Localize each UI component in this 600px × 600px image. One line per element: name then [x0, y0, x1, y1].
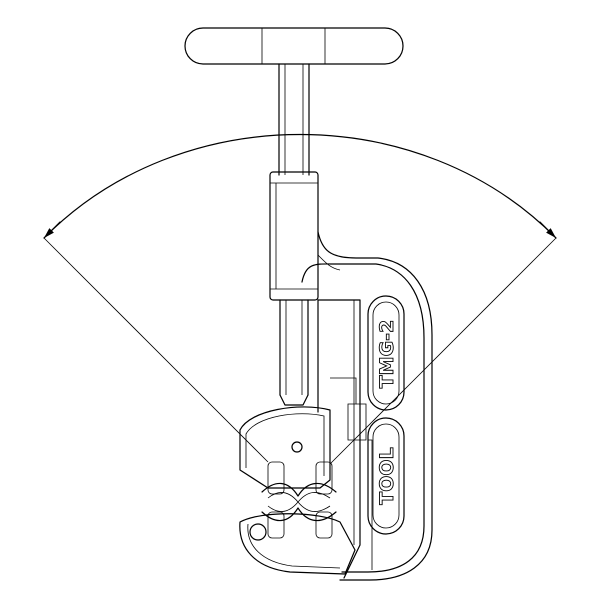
cutter-carriage — [239, 406, 333, 495]
brand-label: TOOL — [376, 447, 398, 504]
swing-left-leader — [43, 237, 269, 463]
roller-assembly — [239, 511, 356, 575]
cutter-frame — [301, 231, 433, 581]
model-label: TMG-2 — [376, 320, 398, 389]
swing-right-leader — [329, 237, 557, 465]
brand-label-slot: TOOL — [367, 417, 405, 535]
t-handle — [184, 27, 404, 65]
screw-collar — [269, 171, 319, 301]
model-label-slot: TMG-2 — [367, 295, 405, 411]
left-arrow — [43, 221, 61, 239]
feed-screw — [278, 63, 310, 406]
swing-angle-indicator — [43, 133, 557, 465]
right-arrow — [539, 221, 557, 239]
pipe-section — [261, 482, 337, 522]
